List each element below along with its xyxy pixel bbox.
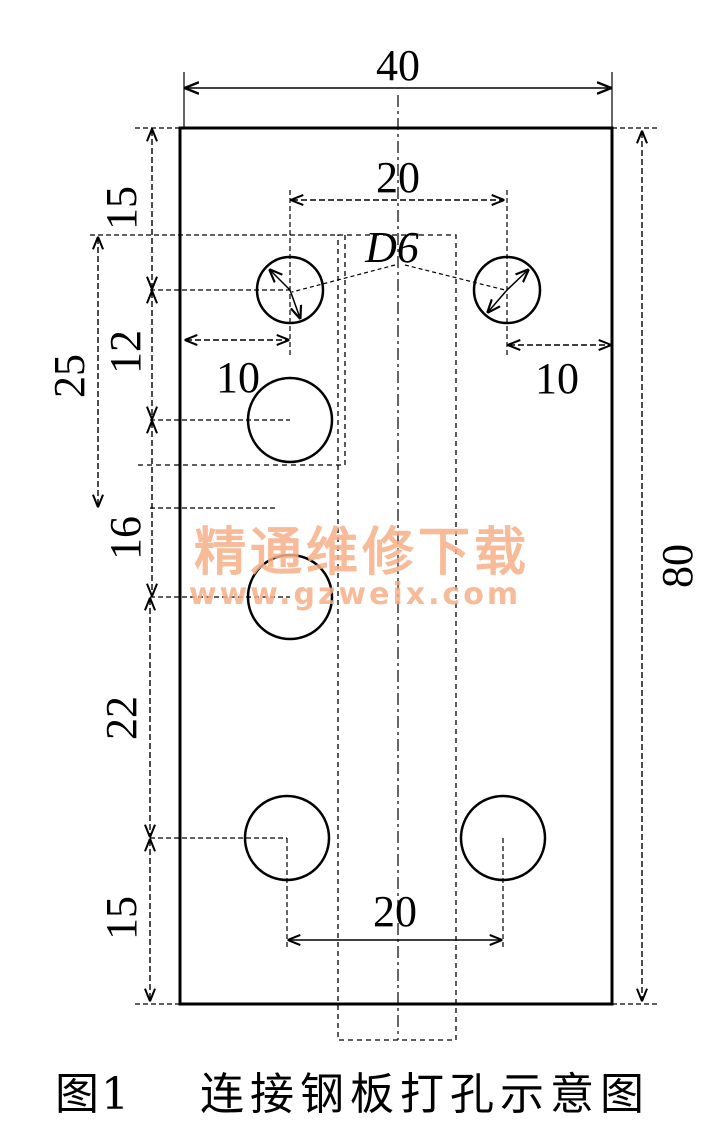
dim-label-40: 40 [376, 41, 420, 90]
dim-label-22: 22 [97, 696, 146, 740]
dashed-inner-strip [135, 235, 346, 466]
watermark-chinese: 精通维修下载 [194, 523, 530, 583]
dim-label-top-20: 20 [376, 153, 420, 202]
figure-number: 图1 [55, 1069, 131, 1120]
dim-label-12: 12 [101, 330, 150, 374]
dim-label-bottom-20: 20 [373, 887, 417, 936]
plate-outline [178, 126, 614, 1006]
figure-caption: 图1 连接钢板打孔示意图 [0, 1052, 717, 1122]
dim-label-d6: D6 [364, 223, 419, 272]
d6-leader-left [291, 264, 396, 293]
dashed-center-strip [337, 234, 457, 1041]
dim-label-80: 80 [653, 544, 702, 588]
watermark-url: www.gzweix.com [189, 577, 521, 612]
dim-label-15-top: 15 [97, 186, 146, 230]
dim-label-16: 16 [101, 516, 150, 560]
dim-label-25: 25 [45, 354, 94, 398]
dim-label-right-10: 10 [535, 354, 579, 403]
dim-label-15-bottom: 15 [97, 896, 146, 940]
d6-leader-right [404, 264, 506, 291]
plate-drawing: 40 20 D6 10 10 20 80 15 12 25 16 22 15 精… [45, 41, 702, 1041]
figure-title: 连接钢板打孔示意图 [200, 1069, 650, 1120]
dim-label-left-10: 10 [216, 353, 260, 402]
